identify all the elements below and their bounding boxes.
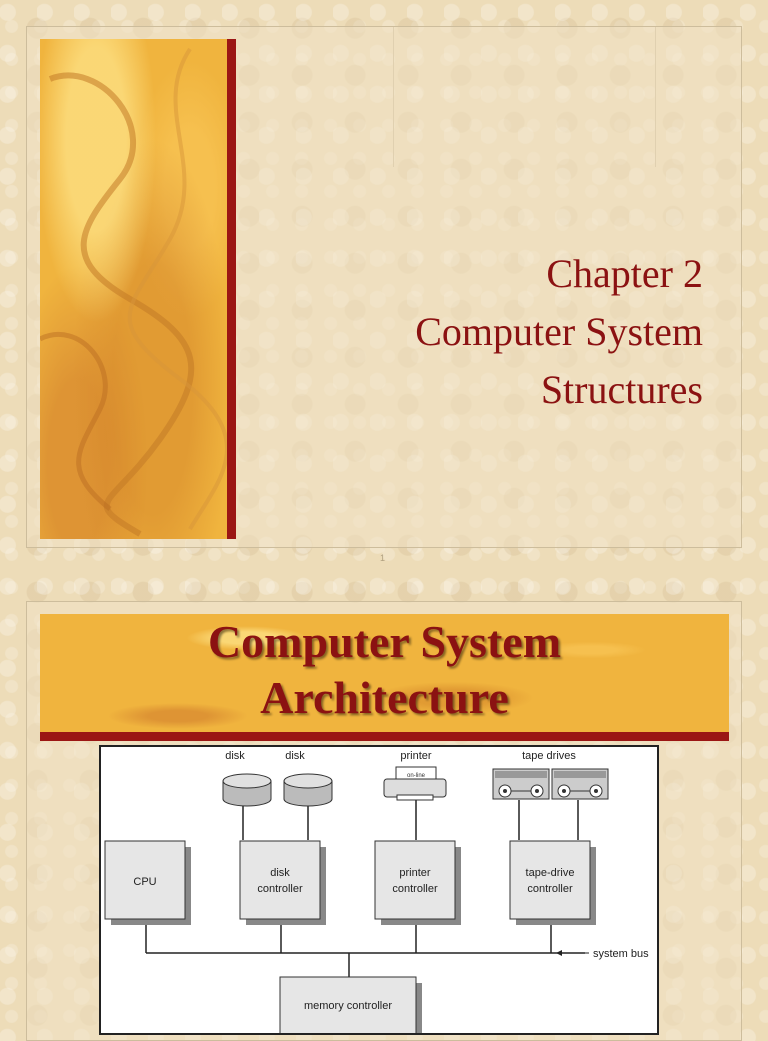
title-banner <box>40 614 729 734</box>
architecture-diagram: system bus disk disk printer tape drives… <box>99 745 659 1035</box>
bus-arrow <box>556 950 589 956</box>
box-label: printer <box>399 867 431 879</box>
box-label: disk <box>270 867 290 879</box>
slide-title: Computer System Architecture <box>40 614 729 726</box>
memory-controller-box: memory controller <box>279 976 417 1033</box>
title-slide: Chapter 2 Computer System Structures <box>26 26 742 548</box>
disk-label: disk <box>225 750 245 762</box>
tape-drive-icon <box>551 768 609 800</box>
title-line: Computer System <box>207 616 562 667</box>
box-label: memory controller <box>304 1000 392 1012</box>
printer-controller-box: printer controller <box>374 840 456 920</box>
box-label: controller <box>527 883 573 895</box>
disk-icon <box>222 773 272 807</box>
box-label: tape-drive <box>526 867 575 879</box>
decorative-texture-panel <box>40 39 227 539</box>
box-label: controller <box>392 883 438 895</box>
tape-drive-icon <box>492 768 550 800</box>
tape-drives-label: tape drives <box>522 750 576 762</box>
disk-icon <box>283 773 333 807</box>
printer-icon: on-line <box>383 766 447 801</box>
cpu-box: CPU <box>104 840 186 920</box>
disk-label: disk <box>285 750 305 762</box>
title-line: Computer System <box>415 309 703 354</box>
page-number: 1 <box>380 553 386 563</box>
divider-line <box>655 27 656 167</box>
bus-label: system bus <box>593 948 649 960</box>
title-line: Architecture <box>260 672 509 723</box>
cpu-label: CPU <box>133 876 156 888</box>
title-line: Structures <box>540 367 703 412</box>
chapter-title: Chapter 2 Computer System Structures <box>283 245 703 419</box>
box-label: controller <box>257 883 303 895</box>
printer-label: printer <box>400 750 432 762</box>
title-line: Chapter 2 <box>546 251 703 296</box>
architecture-slide: Computer System Architecture <box>26 601 742 1041</box>
tape-drive-controller-box: tape-drive controller <box>509 840 591 920</box>
printer-tag: on-line <box>407 773 426 779</box>
decorative-swirl <box>40 47 227 537</box>
divider-line <box>393 27 394 167</box>
title-underline <box>40 732 729 741</box>
diagram-svg: system bus disk disk printer tape drives… <box>104 750 649 1033</box>
accent-bar <box>227 39 236 539</box>
disk-controller-box: disk controller <box>239 840 321 920</box>
